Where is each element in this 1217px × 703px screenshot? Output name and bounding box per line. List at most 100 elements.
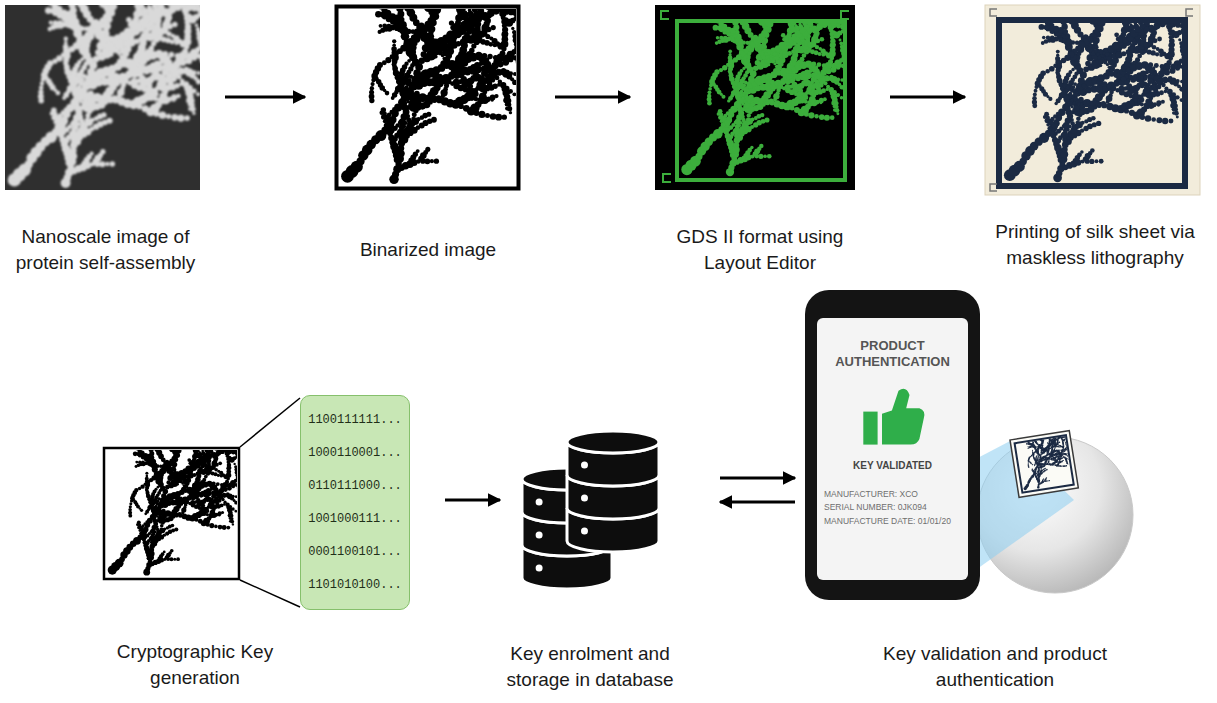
dendrite-blob bbox=[159, 111, 166, 118]
dendrite-blob bbox=[477, 67, 482, 72]
dendrite-blob bbox=[830, 115, 835, 120]
dendrite-blob bbox=[104, 100, 109, 105]
dendrite-blob bbox=[408, 83, 411, 86]
dendrite-blob bbox=[505, 106, 509, 110]
dendrite-blob bbox=[196, 79, 200, 84]
dendrite-blob bbox=[77, 5, 86, 8]
dendrite-blob bbox=[798, 96, 802, 100]
dendrite-blob bbox=[717, 112, 721, 116]
dendrite-blob bbox=[814, 114, 818, 118]
dendrite-blob bbox=[811, 61, 816, 66]
dendrite-blob bbox=[48, 5, 54, 6]
dendrite-blob bbox=[414, 91, 420, 97]
dendrite-blob bbox=[80, 57, 84, 61]
dendrite-blob bbox=[379, 111, 383, 115]
dendrite-blob bbox=[200, 56, 201, 64]
dendrite-blob bbox=[715, 23, 720, 24]
dendrite-blob bbox=[61, 137, 66, 142]
dendrite-blob bbox=[467, 92, 471, 96]
dendrite-blob bbox=[822, 63, 827, 68]
dendrite-blob bbox=[84, 162, 91, 169]
dendrite-blob bbox=[105, 162, 109, 166]
dendrite-blob bbox=[821, 88, 826, 93]
dendrite-blob bbox=[378, 30, 382, 34]
dendrite-blob bbox=[434, 158, 439, 163]
dendrite-blob bbox=[104, 27, 109, 32]
dendrite-blob bbox=[48, 27, 52, 31]
dendrite-blob bbox=[174, 83, 180, 89]
dendrite-blob bbox=[840, 24, 843, 30]
dendrite-blob bbox=[390, 135, 395, 140]
dendrite-blob bbox=[495, 76, 500, 81]
dendrite-blob bbox=[152, 66, 158, 72]
dendrite-blob bbox=[502, 23, 507, 28]
dendrite-blob bbox=[440, 42, 445, 47]
dendrite-blob bbox=[482, 53, 488, 59]
dendrite-blob bbox=[788, 23, 795, 24]
dendrite-blob bbox=[509, 111, 512, 114]
dendrite-blob bbox=[109, 48, 114, 53]
dendrite-blob bbox=[826, 68, 832, 74]
dendrite-blob bbox=[732, 23, 738, 26]
dendrite-blob bbox=[143, 92, 152, 101]
dendrite-blob bbox=[840, 96, 843, 99]
dendrite-blob bbox=[842, 23, 843, 24]
dendrite-blob bbox=[833, 105, 837, 109]
dendrite-blob bbox=[510, 55, 515, 60]
dendrite-blob bbox=[446, 80, 450, 84]
dendrite-blob bbox=[112, 95, 118, 101]
dendrite-blob bbox=[110, 53, 114, 57]
dendrite-blob bbox=[468, 97, 472, 101]
dendrite-blob bbox=[45, 7, 52, 14]
dendrite-blob bbox=[492, 84, 497, 89]
dendrite-blob bbox=[371, 78, 376, 83]
dendrite-blob bbox=[442, 57, 446, 61]
dendrite-blob bbox=[820, 37, 825, 42]
dendrite-blob bbox=[505, 32, 509, 36]
dendrite-blob bbox=[99, 161, 105, 167]
dendrite-blob bbox=[385, 91, 390, 96]
dendrite-blob bbox=[396, 9, 403, 12]
dendrite-blob bbox=[375, 11, 381, 17]
dendrite-blob bbox=[413, 96, 417, 100]
dendrite-blob bbox=[476, 26, 481, 31]
dendrite-blob bbox=[827, 63, 832, 68]
dendrite-blob bbox=[392, 43, 396, 47]
dendrite-blob bbox=[495, 114, 502, 121]
dendrite-blob bbox=[90, 151, 94, 155]
dendrite-blob bbox=[760, 113, 764, 117]
dendrite-blob bbox=[82, 100, 89, 107]
dendrite-blob bbox=[512, 80, 516, 85]
dendrite-blob bbox=[147, 92, 152, 97]
image-border bbox=[337, 7, 519, 189]
dendrite-blob bbox=[156, 22, 161, 27]
dendrite-blob bbox=[69, 130, 77, 138]
dendrite-blob bbox=[194, 53, 199, 58]
dendrite-blob bbox=[175, 53, 180, 58]
dendrite-blob bbox=[158, 5, 164, 9]
dendrite-blob bbox=[177, 114, 184, 121]
dendrite-blob bbox=[171, 114, 178, 121]
dendrite-blob bbox=[516, 58, 517, 65]
dendrite-blob bbox=[184, 115, 190, 121]
dendrite-blob bbox=[487, 54, 492, 59]
dendrite-blob bbox=[64, 37, 68, 41]
dendrite-blob bbox=[824, 115, 830, 121]
dendrite-blob bbox=[81, 104, 84, 107]
dendrite-blob bbox=[807, 23, 812, 26]
dendrite-blob bbox=[836, 112, 839, 115]
dendrite-blob bbox=[79, 100, 83, 104]
dendrite-blob bbox=[818, 52, 822, 56]
dendrite-blob bbox=[382, 24, 387, 29]
dendrite-blob bbox=[54, 124, 60, 130]
dendrite-blob bbox=[763, 154, 767, 158]
dendrite-blob bbox=[764, 117, 769, 122]
dendrite-blob bbox=[147, 96, 151, 100]
dendrite-blob bbox=[188, 103, 192, 107]
dendrite-blob bbox=[370, 86, 374, 90]
dendrite-blob bbox=[170, 39, 175, 44]
dendrite-blob bbox=[411, 84, 414, 87]
dendrite-blob bbox=[99, 5, 109, 8]
dendrite-blob bbox=[833, 108, 836, 111]
dendrite-blob bbox=[116, 39, 121, 44]
